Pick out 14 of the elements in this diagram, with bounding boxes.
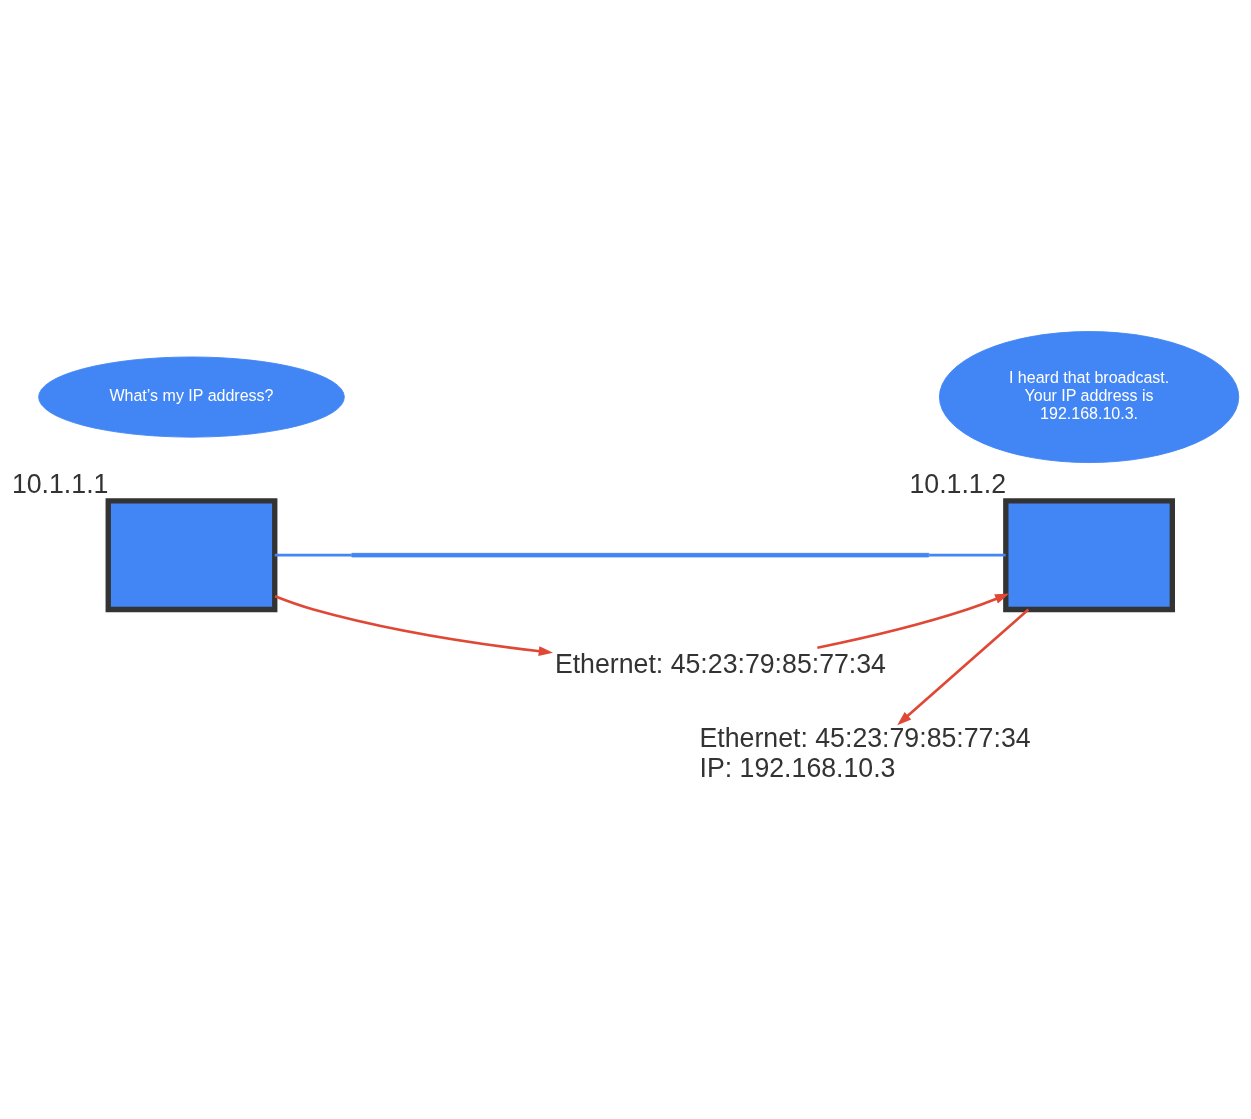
node-ellipse: I heard that broadcast. Your IP address is 192.168.10.3.	[938, 330, 1240, 463]
node-box	[1003, 497, 1175, 612]
node-box	[105, 497, 278, 612]
node-text: Ethernet: 45:23:79:85:77:34	[554, 648, 886, 679]
node-label: 10.1.1.1	[11, 468, 109, 499]
node-bar	[351, 552, 930, 557]
node-label: 10.1.1.2	[909, 468, 1006, 499]
node-text: Ethernet: 45:23:79:85:77:34 IP: 192.168.10.3	[699, 722, 1031, 783]
arrow	[897, 608, 1030, 725]
node-ellipse: What’s my IP address?	[38, 356, 345, 438]
connector	[929, 553, 1006, 556]
arrow	[817, 593, 1010, 649]
connector	[274, 553, 352, 556]
arrow	[274, 594, 553, 656]
